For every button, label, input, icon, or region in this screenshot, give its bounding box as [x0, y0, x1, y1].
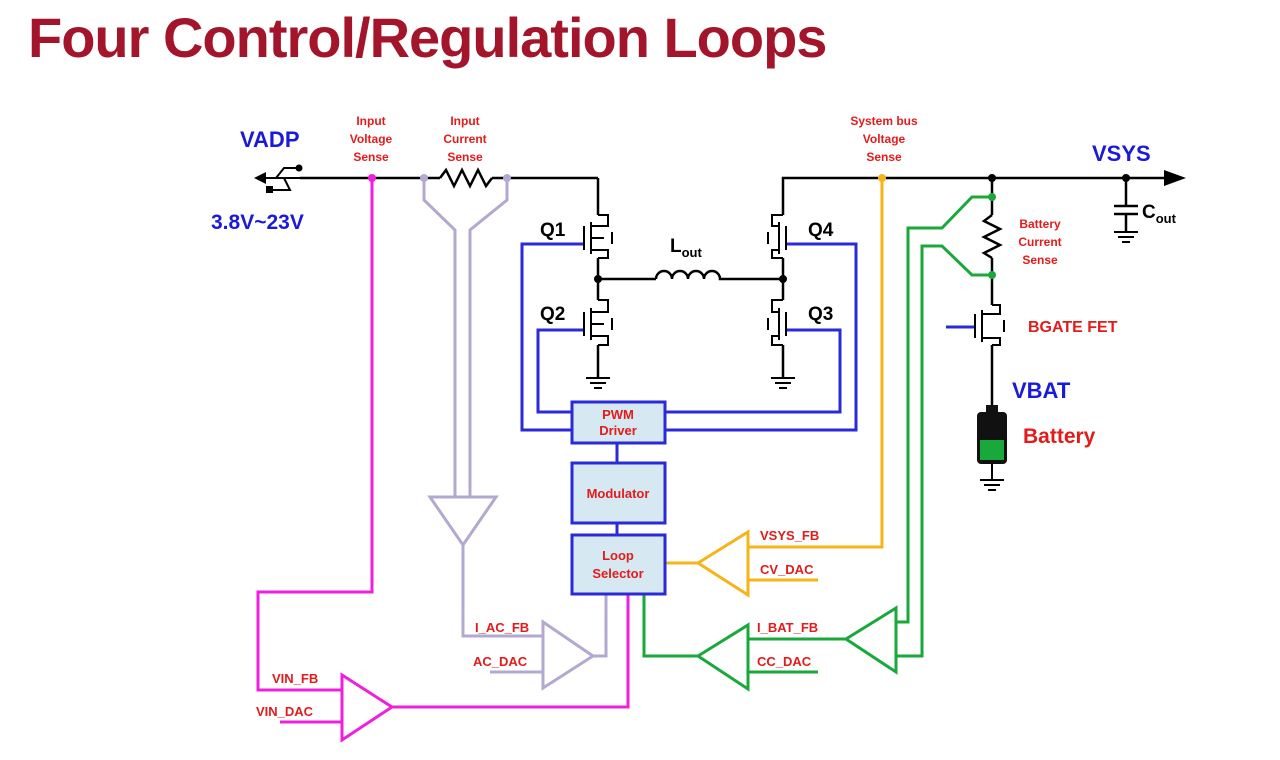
inductor-icon	[654, 269, 724, 281]
page-title: Four Control/Regulation Loops	[28, 6, 827, 69]
svg-text:Input: Input	[356, 114, 385, 128]
power-path	[300, 176, 1180, 410]
gate-drive-wires	[520, 242, 975, 535]
vin-range-label: 3.8V~23V	[211, 211, 304, 234]
vin-dac-label: VIN_DAC	[256, 704, 314, 719]
cout-label: Cout	[1142, 202, 1177, 226]
loop-selector-block: Loop Selector	[570, 533, 667, 596]
ac-error-amplifier-icon	[541, 619, 596, 691]
svg-text:Battery: Battery	[1019, 217, 1061, 231]
mosfet-q2-icon	[583, 299, 613, 346]
mosfet-q4-icon	[767, 214, 787, 259]
vsys-error-amplifier-icon	[695, 529, 750, 598]
cc-error-amplifier-icon	[695, 622, 750, 692]
system-bus-voltage-sense-label: System bus Voltage Sense	[850, 114, 918, 164]
svg-text:Driver: Driver	[599, 423, 637, 438]
vbat-label: VBAT	[1012, 378, 1071, 403]
vsys-fb-label: VSYS_FB	[760, 528, 819, 543]
svg-text:Sense: Sense	[1022, 253, 1058, 267]
vadp-label: VADP	[240, 127, 300, 152]
svg-text:PWM: PWM	[602, 407, 634, 422]
ground-icon	[1114, 231, 1138, 243]
svg-text:Voltage: Voltage	[863, 132, 906, 146]
svg-text:Voltage: Voltage	[350, 132, 393, 146]
battery-label: Battery	[1023, 425, 1096, 448]
svg-text:Sense: Sense	[447, 150, 483, 164]
svg-text:Loop: Loop	[602, 548, 634, 563]
battery-current-sense-label: Battery Current Sense	[1018, 217, 1061, 267]
bgate-fet-label: BGATE FET	[1028, 319, 1118, 336]
ground-icon	[771, 377, 795, 389]
svg-text:System bus: System bus	[850, 114, 918, 128]
battery-icon	[977, 405, 1007, 464]
svg-text:Sense: Sense	[353, 150, 389, 164]
svg-text:Sense: Sense	[866, 150, 902, 164]
input-current-loop-wires	[422, 178, 608, 674]
ground-icon	[586, 377, 610, 389]
usb-icon	[254, 164, 303, 193]
vsys-loop-wires	[665, 178, 884, 582]
ground-icon	[980, 463, 1004, 491]
svg-text:Input: Input	[450, 114, 479, 128]
pwm-driver-block: PWM Driver	[570, 400, 667, 445]
modulator-block: Modulator	[570, 461, 667, 525]
q1-label: Q1	[540, 220, 566, 241]
cv-dac-label: CV_DAC	[760, 562, 814, 577]
i-bat-fb-label: I_BAT_FB	[757, 620, 818, 635]
i-ac-fb-label: I_AC_FB	[475, 620, 529, 635]
input-current-amplifier-icon	[427, 495, 499, 548]
vin-error-amplifier-icon	[340, 672, 395, 743]
ac-dac-label: AC_DAC	[473, 654, 528, 669]
q4-label: Q4	[808, 220, 834, 241]
vsys-label: VSYS	[1092, 141, 1151, 166]
q2-label: Q2	[540, 304, 565, 325]
svg-text:Modulator: Modulator	[587, 486, 650, 501]
vin-loop-wires	[256, 178, 630, 724]
mosfet-bgate-icon	[974, 304, 1005, 346]
battery-sense-resistor-icon	[981, 214, 1003, 260]
battery-current-amplifier-icon	[843, 605, 898, 675]
svg-text:Selector: Selector	[592, 566, 643, 581]
vin-fb-label: VIN_FB	[272, 671, 318, 686]
svg-text:Current: Current	[1018, 235, 1061, 249]
mosfet-q1-icon	[583, 214, 613, 259]
q3-label: Q3	[808, 304, 833, 325]
svg-text:Current: Current	[443, 132, 486, 146]
input-sense-resistor-icon	[439, 167, 493, 189]
input-current-sense-label: Input Current Sense	[443, 114, 486, 164]
vsys-arrow-icon	[1164, 170, 1186, 186]
mosfet-q3-icon	[767, 299, 787, 346]
battery-current-loop-wires	[642, 195, 992, 674]
lout-label: Lout	[670, 236, 702, 260]
cc-dac-label: CC_DAC	[757, 654, 812, 669]
input-voltage-sense-label: Input Voltage Sense	[350, 114, 393, 164]
